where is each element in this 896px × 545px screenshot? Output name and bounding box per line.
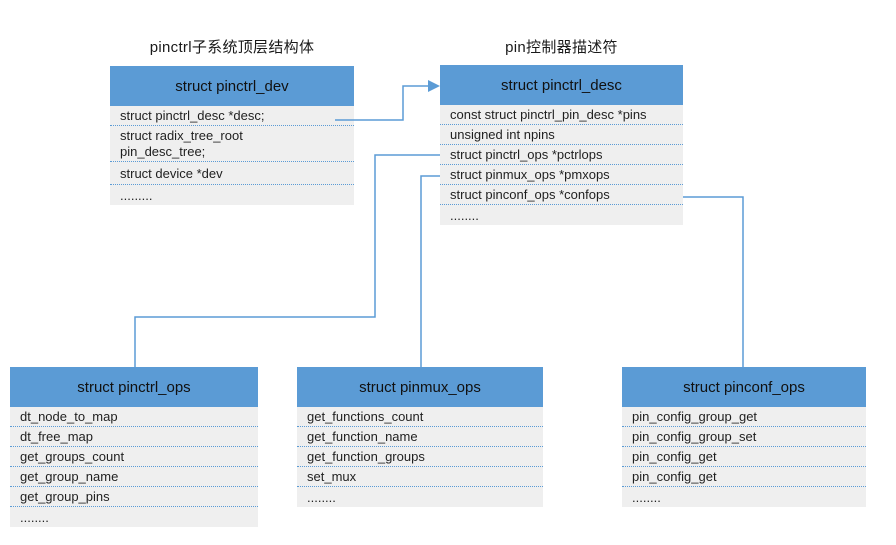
field-row: dt_node_to_map <box>10 407 258 427</box>
field-row: struct pinctrl_ops *pctrlops <box>440 145 683 165</box>
box-body-pinconf-ops: pin_config_group_get pin_config_group_se… <box>622 407 866 507</box>
field-row: struct pinctrl_desc *desc; <box>110 106 354 126</box>
box-body-pinctrl-desc: const struct pinctrl_pin_desc *pins unsi… <box>440 105 683 225</box>
box-header-pinctrl-desc: struct pinctrl_desc <box>440 65 683 105</box>
box-pinctrl-dev: struct pinctrl_dev struct pinctrl_desc *… <box>110 66 354 205</box>
field-row: get_group_pins <box>10 487 258 507</box>
field-row: pin_config_get <box>622 447 866 467</box>
box-pinctrl-desc: struct pinctrl_desc const struct pinctrl… <box>440 65 683 225</box>
field-row: ........ <box>450 207 479 223</box>
field-row: pin_config_get <box>622 467 866 487</box>
box-pinctrl-ops: struct pinctrl_ops dt_node_to_map dt_fre… <box>10 367 258 527</box>
box-header-pinmux-ops: struct pinmux_ops <box>297 367 543 407</box>
field-row: get_function_name <box>297 427 543 447</box>
field-row: struct radix_tree_root pin_desc_tree; <box>110 126 354 162</box>
field-row: ........ <box>632 489 661 505</box>
field-row: get_group_name <box>10 467 258 487</box>
field-row: ......... <box>120 187 153 203</box>
field-row: pin_config_group_set <box>622 427 866 447</box>
title-pinctrl-desc: pin控制器描述符 <box>505 39 618 56</box>
field-row: struct device *dev <box>110 162 354 185</box>
field-row: struct pinconf_ops *confops <box>440 185 683 205</box>
field-row: set_mux <box>297 467 543 487</box>
field-row: ........ <box>20 509 49 525</box>
field-row: get_functions_count <box>297 407 543 427</box>
box-body-pinctrl-ops: dt_node_to_map dt_free_map get_groups_co… <box>10 407 258 527</box>
field-row: get_function_groups <box>297 447 543 467</box>
box-pinmux-ops: struct pinmux_ops get_functions_count ge… <box>297 367 543 507</box>
field-row: struct pinmux_ops *pmxops <box>440 165 683 185</box>
box-pinconf-ops: struct pinconf_ops pin_config_group_get … <box>622 367 866 507</box>
field-row: pin_config_group_get <box>622 407 866 427</box>
field-row: ........ <box>307 489 336 505</box>
field-row: unsigned int npins <box>440 125 683 145</box>
box-header-pinconf-ops: struct pinconf_ops <box>622 367 866 407</box>
box-body-pinctrl-dev: struct pinctrl_desc *desc; struct radix_… <box>110 106 354 205</box>
box-header-pinctrl-dev: struct pinctrl_dev <box>110 66 354 106</box>
field-row: const struct pinctrl_pin_desc *pins <box>440 105 683 125</box>
connector-confops-to-pinconf-ops <box>683 196 744 367</box>
field-row: get_groups_count <box>10 447 258 467</box>
connector-pmxops-to-pinmux-ops <box>420 175 440 367</box>
box-header-pinctrl-ops: struct pinctrl_ops <box>10 367 258 407</box>
field-row: dt_free_map <box>10 427 258 447</box>
box-body-pinmux-ops: get_functions_count get_function_name ge… <box>297 407 543 507</box>
title-pinctrl-dev: pinctrl子系统顶层结构体 <box>149 39 315 56</box>
arrowhead-pinctrl-desc <box>428 80 440 92</box>
